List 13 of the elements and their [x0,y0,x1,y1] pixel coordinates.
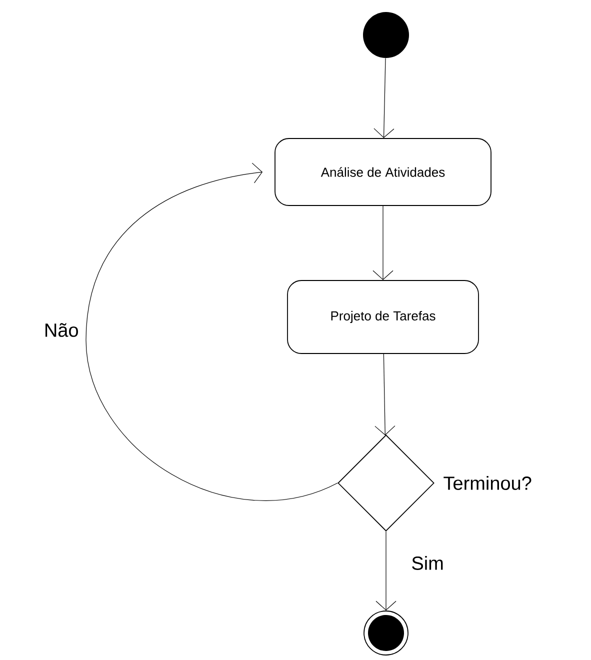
activity-box: Projeto de Tarefas [287,280,479,354]
arrow [374,354,396,436]
arrow [86,162,338,500]
decision-diamond [338,434,434,532]
activity-box: Análise de Atividades [274,138,492,206]
arrow [374,58,394,138]
initial-node [363,12,409,58]
condition-label: Terminou? [444,476,532,490]
final-node [364,610,408,656]
arrow [376,531,396,611]
edge-label: Sim [410,555,445,571]
edge-label: Não [42,322,80,338]
arrow [372,206,394,280]
